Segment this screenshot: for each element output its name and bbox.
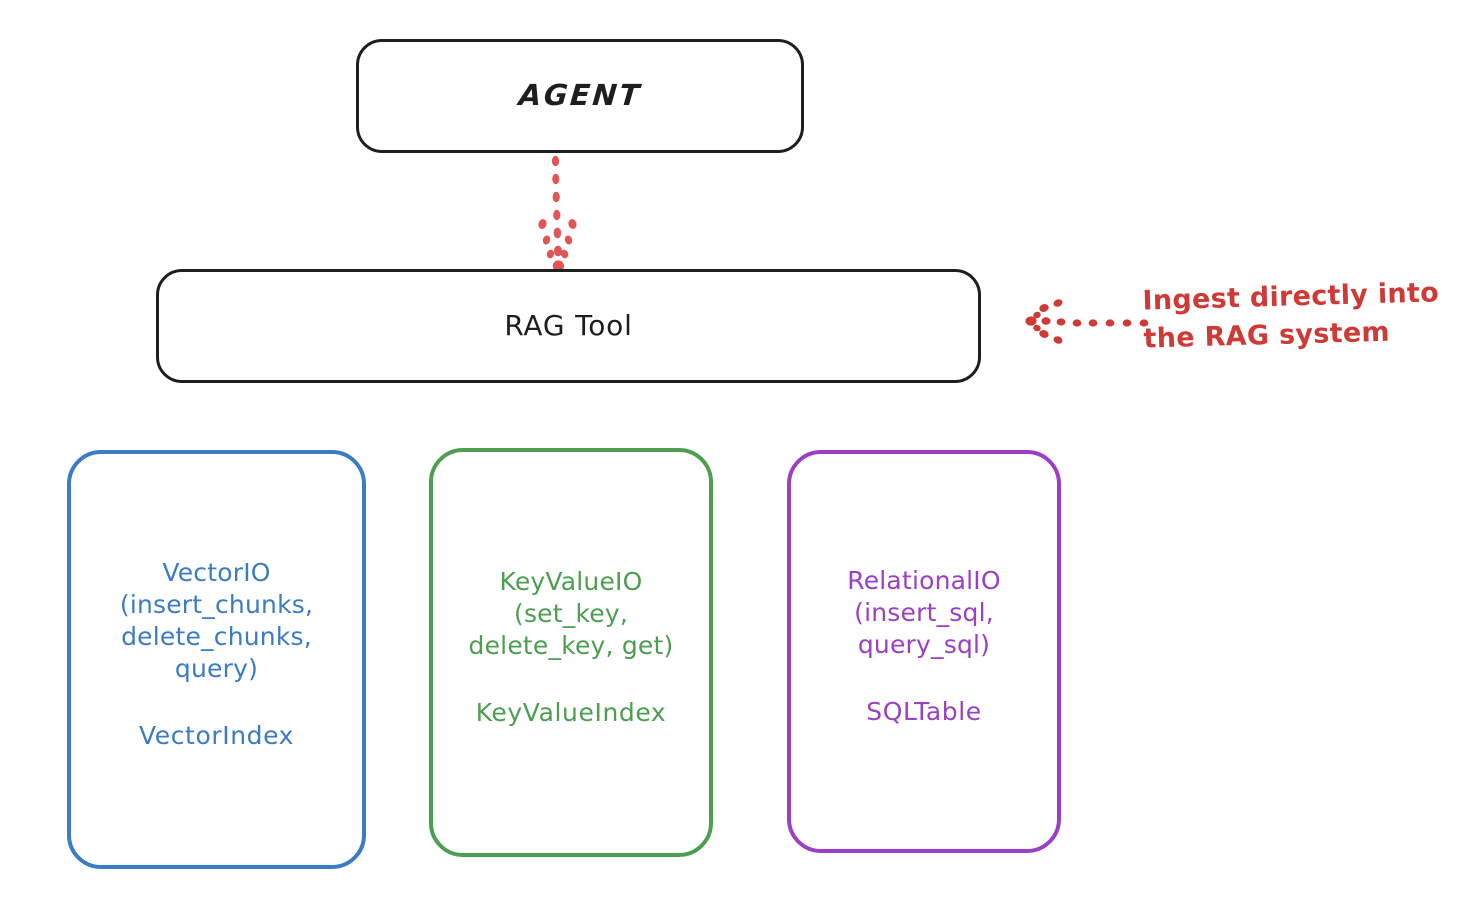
annotation-ingest-directly: Ingest directly into the RAG system [1142,277,1440,355]
node-relational-io-label: RelationalIO (insert_sql, query_sql) [847,566,1001,659]
node-relational-io[interactable]: RelationalIO (insert_sql, query_sql) SQL… [787,450,1061,853]
node-agent[interactable]: AGENT [356,39,804,153]
node-relational-io-content: RelationalIO (insert_sql, query_sql) SQL… [801,565,1047,726]
node-rag-tool[interactable]: RAG Tool [156,269,981,383]
connector-agent-to-rag-tool [538,155,577,272]
node-rag-tool-label: RAG Tool [504,309,633,343]
node-vector-io[interactable]: VectorIO (insert_chunks, delete_chunks, … [67,450,366,869]
node-key-value-io-label: KeyValueIO (set_key, delete_key, get) [468,567,674,660]
node-vector-io-content: VectorIO (insert_chunks, delete_chunks, … [81,557,352,750]
node-agent-label: AGENT [517,78,643,113]
node-key-value-io-index-label: KeyValueIndex [475,698,667,727]
node-key-value-io-content: KeyValueIO (set_key, delete_key, get) Ke… [443,566,699,727]
connector-ingest-to-rag-tool [1025,299,1149,344]
node-vector-io-label: VectorIO (insert_chunks, delete_chunks, … [119,558,314,683]
node-key-value-io[interactable]: KeyValueIO (set_key, delete_key, get) Ke… [429,448,713,857]
node-vector-io-index-label: VectorIndex [138,721,295,750]
node-relational-io-index-label: SQLTable [866,697,982,726]
